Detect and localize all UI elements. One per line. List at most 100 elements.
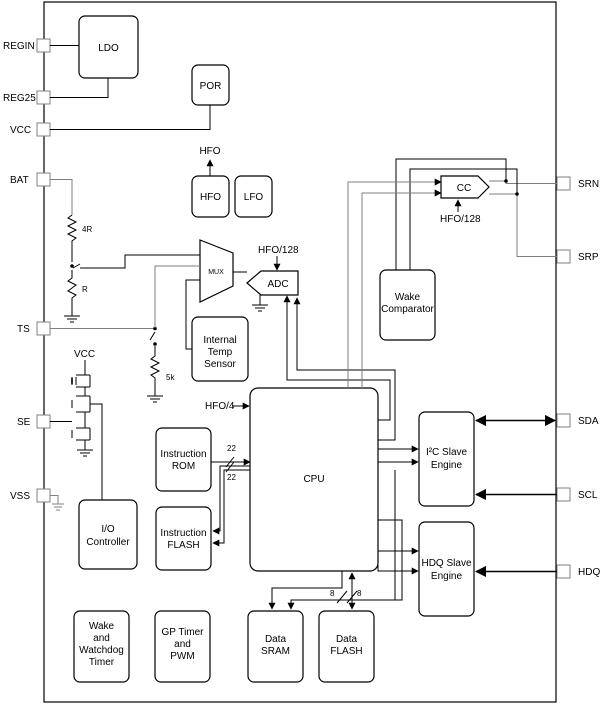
cc-clock-label: HFO/128 bbox=[440, 214, 481, 225]
hdq-slave-block: HDQ Slave Engine bbox=[418, 521, 475, 617]
i2c-slave-label-2: Engine bbox=[431, 460, 463, 471]
io-controller-label-1: I/O bbox=[101, 524, 115, 535]
data-sram-label-2: SRAM bbox=[261, 646, 290, 657]
pin-sda: SDA bbox=[556, 413, 599, 428]
pin-hdq-label: HDQ bbox=[578, 567, 600, 578]
instruction-rom-block: Instruction ROM bbox=[155, 427, 212, 492]
bus-flash-cpu-2 bbox=[212, 469, 250, 547]
instruction-flash-label-1: Instruction bbox=[160, 528, 206, 539]
pin-regin-label: REGIN bbox=[3, 41, 35, 52]
chip-outline bbox=[43, 1, 557, 703]
wire-bat bbox=[50, 179, 73, 215]
bus-sram-label: 8 bbox=[330, 589, 335, 598]
mux-label: MUX bbox=[208, 269, 224, 276]
pin-srp-label: SRP bbox=[578, 252, 599, 263]
por-label: POR bbox=[200, 81, 222, 92]
pin-hdq: HDQ bbox=[556, 564, 600, 579]
adc-clock-label: HFO/128 bbox=[258, 245, 299, 256]
bus-flash-cpu bbox=[212, 465, 250, 535]
pin-se-label: SE bbox=[17, 417, 31, 428]
hfo-out-label: HFO bbox=[199, 146, 220, 157]
wake-comparator-label-2: Comparator bbox=[381, 304, 434, 315]
internal-temp-sensor-block: Internal Temp Sensor bbox=[191, 316, 249, 382]
wire-cpu-hdq-2 bbox=[377, 561, 419, 575]
cc-block: CC bbox=[440, 175, 490, 199]
pin-vss-label: VSS bbox=[10, 491, 30, 502]
instruction-rom-label-1: Instruction bbox=[160, 449, 206, 460]
data-sram-block: Data SRAM bbox=[247, 610, 304, 683]
bus-dflash-label: 8 bbox=[357, 589, 362, 598]
gp-timer-pwm-block: GP Timer and PWM bbox=[154, 610, 211, 683]
ldo-block: LDO bbox=[78, 15, 139, 79]
pin-regin: REGIN bbox=[3, 38, 51, 53]
adc-label: ADC bbox=[267, 279, 288, 290]
wire-adc-cpu bbox=[293, 297, 396, 441]
wake-watchdog-label-4: Timer bbox=[89, 657, 115, 668]
resistor-5k bbox=[149, 346, 161, 396]
hfo-block: HFO bbox=[191, 175, 230, 218]
pin-sda-label: SDA bbox=[578, 416, 599, 427]
pin-scl-label: SCL bbox=[578, 490, 598, 501]
hdq-slave-label-2: Engine bbox=[431, 571, 463, 582]
pin-vss: VSS bbox=[10, 488, 51, 503]
hdq-slave-label-1: HDQ Slave bbox=[421, 558, 471, 569]
wake-watchdog-label-3: Watchdog bbox=[79, 645, 124, 656]
data-sram-label-1: Data bbox=[265, 634, 287, 645]
resistor-r-label: R bbox=[82, 285, 88, 294]
wire-srp bbox=[489, 193, 557, 257]
internal-temp-label-3: Sensor bbox=[204, 359, 236, 370]
pin-srn: SRN bbox=[556, 176, 599, 191]
adc-block: ADC bbox=[246, 270, 299, 296]
internal-temp-label-1: Internal bbox=[203, 335, 236, 346]
wake-comparator-label-1: Wake bbox=[395, 292, 421, 303]
bus-cpu-sram-2 bbox=[287, 470, 396, 610]
i2c-slave-block: I²C Slave Engine bbox=[418, 411, 475, 507]
cpu-label: CPU bbox=[303, 474, 324, 485]
wire-srn-wake bbox=[395, 158, 507, 270]
internal-temp-label-2: Temp bbox=[208, 347, 233, 358]
i2c-slave-label-1: I²C Slave bbox=[426, 447, 468, 458]
wake-watchdog-label-1: Wake bbox=[89, 621, 115, 632]
wire-srp-wake bbox=[409, 168, 518, 270]
cpu-clock-label: HFO/4 bbox=[205, 401, 235, 412]
lfo-label: LFO bbox=[244, 192, 264, 203]
pin-scl: SCL bbox=[556, 487, 598, 502]
instruction-flash-label-2: FLASH bbox=[167, 540, 199, 551]
pin-vcc-label: VCC bbox=[10, 125, 31, 136]
ldo-label: LDO bbox=[98, 43, 119, 54]
wake-comparator-block: Wake Comparator bbox=[379, 269, 436, 341]
wire-temp-mux bbox=[185, 279, 200, 350]
cpu-block: CPU bbox=[249, 387, 379, 572]
pin-bat-label: BAT bbox=[10, 175, 29, 186]
pin-srn-label: SRN bbox=[578, 179, 599, 190]
bus-rom-label: 22 bbox=[227, 444, 236, 453]
gp-timer-label-3: PWM bbox=[170, 651, 194, 662]
resistor-5k-label: 5k bbox=[166, 373, 175, 382]
pin-reg25: REG25 bbox=[3, 90, 51, 105]
gp-timer-label-2: and bbox=[174, 639, 191, 650]
wire-cc-cpu-2 bbox=[361, 189, 442, 388]
wire-reg25-ldo bbox=[50, 78, 109, 98]
wake-watchdog-timer-block: Wake and Watchdog Timer bbox=[73, 610, 130, 683]
pin-srp: SRP bbox=[556, 249, 599, 264]
mux-block: MUX bbox=[199, 239, 234, 303]
wire-cc-cpu bbox=[347, 178, 442, 388]
pin-se: SE bbox=[17, 414, 51, 429]
pin-reg25-label: REG25 bbox=[3, 93, 36, 104]
bus-cpu-sram bbox=[268, 571, 343, 610]
wire-srn bbox=[489, 180, 557, 184]
lfo-block: LFO bbox=[234, 175, 273, 218]
data-flash-label-1: Data bbox=[336, 634, 358, 645]
cc-label: CC bbox=[457, 183, 471, 194]
pin-ts-label: TS bbox=[17, 324, 30, 335]
pin-vcc: VCC bbox=[10, 122, 51, 137]
io-controller-label-2: Controller bbox=[86, 537, 130, 548]
data-flash-label-2: FLASH bbox=[330, 646, 362, 657]
bus-flash-label: 22 bbox=[227, 473, 236, 482]
resistor-r bbox=[67, 270, 77, 312]
hfo-label: HFO bbox=[200, 192, 221, 203]
por-block: POR bbox=[191, 64, 230, 106]
instruction-flash-block: Instruction FLASH bbox=[155, 506, 212, 571]
wire-cpu-adc bbox=[283, 295, 391, 421]
